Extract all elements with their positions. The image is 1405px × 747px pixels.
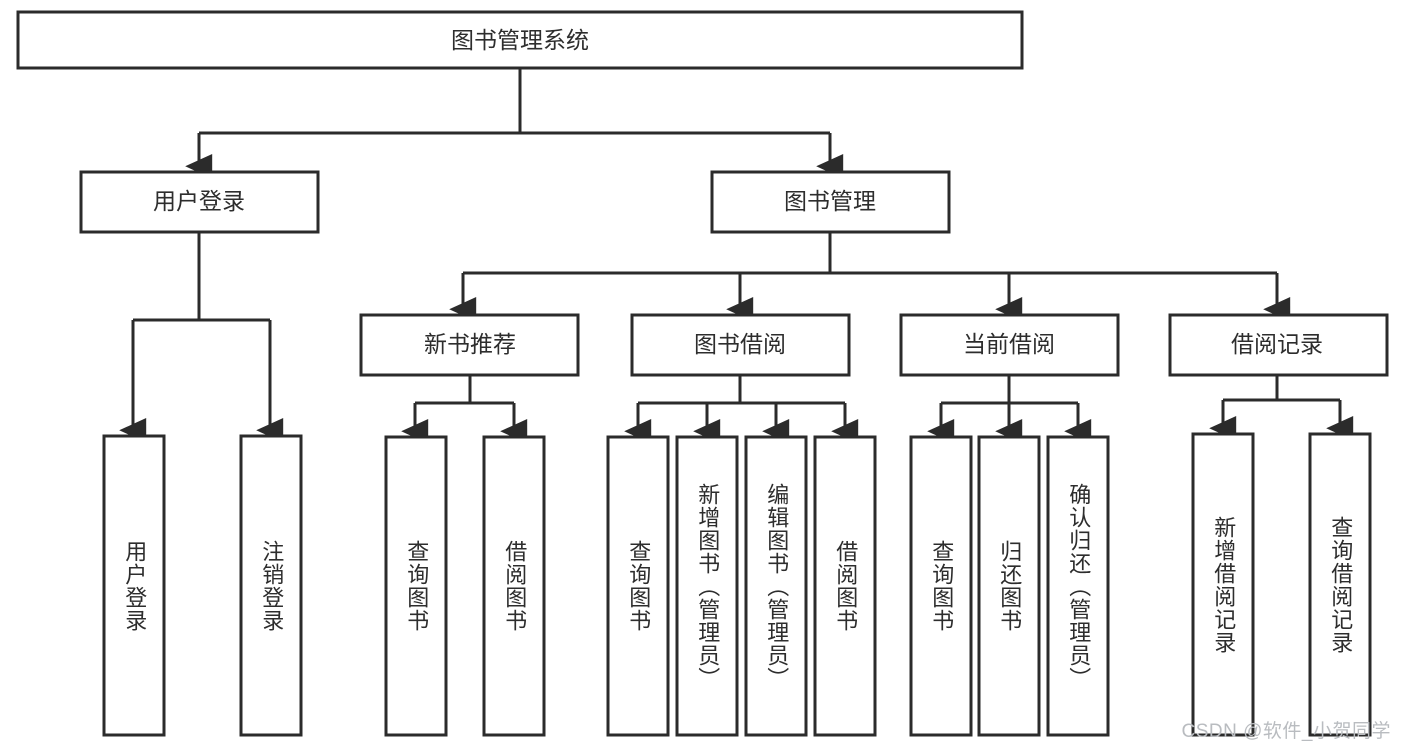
node-book-manage[interactable]: 图书管理	[710, 170, 951, 234]
leaf-borrow-record-2-label: 查询借阅记录	[1328, 515, 1354, 654]
node-book-borrow-box[interactable]	[630, 313, 851, 377]
leaf-borrow-book-1-box[interactable]	[606, 435, 670, 737]
node-current-borrow-label: 当前借阅	[963, 331, 1055, 357]
node-book-borrow-label: 图书借阅	[694, 331, 786, 357]
leaf-current-borrow-3-label: 确认归还（管理员）	[1066, 482, 1092, 690]
leaf-borrow-book-2-box[interactable]	[675, 435, 739, 737]
leaf-borrow-record-1-label: 新增借阅记录	[1211, 515, 1237, 654]
connectors	[119, 68, 1354, 444]
node-new-book-recommend-label: 新书推荐	[424, 331, 516, 357]
leaf-borrow-record-2-box[interactable]	[1308, 432, 1372, 737]
node-book-manage-box[interactable]	[710, 170, 951, 234]
leaf-new-book-1[interactable]: 查询图书	[384, 435, 448, 737]
leaf-current-borrow-1-box[interactable]	[909, 435, 973, 737]
node-current-borrow[interactable]: 当前借阅	[899, 313, 1120, 377]
leaf-current-borrow-3-box[interactable]	[1046, 435, 1110, 737]
leaf-borrow-record-1-box[interactable]	[1191, 432, 1255, 737]
leaf-borrow-book-2-label: 新增图书（管理员）	[695, 482, 721, 690]
leaf-current-borrow-2-label: 归还图书	[997, 540, 1023, 632]
leaf-borrow-book-2[interactable]: 新增图书（管理员）	[675, 435, 739, 737]
leaf-current-borrow-3[interactable]: 确认归还（管理员）	[1046, 435, 1110, 737]
node-borrow-record[interactable]: 借阅记录	[1168, 313, 1389, 377]
node-current-borrow-box[interactable]	[899, 313, 1120, 377]
node-new-book-recommend-box[interactable]	[359, 313, 580, 377]
node-user-login-box[interactable]	[79, 170, 320, 234]
leaf-new-book-2[interactable]: 借阅图书	[482, 435, 546, 737]
leaf-user-login-1[interactable]: 用户登录	[102, 434, 166, 737]
leaf-new-book-1-label: 查询图书	[404, 540, 430, 632]
leaf-borrow-book-1[interactable]: 查询图书	[606, 435, 670, 737]
leaf-borrow-book-3[interactable]: 编辑图书（管理员）	[744, 435, 808, 737]
leaf-borrow-record-1[interactable]: 新增借阅记录	[1191, 432, 1255, 737]
leaf-new-book-1-box[interactable]	[384, 435, 448, 737]
leaf-user-login-1-label: 用户登录	[122, 539, 148, 632]
node-book-manage-label: 图书管理	[784, 188, 876, 214]
node-user-login[interactable]: 用户登录	[79, 170, 320, 234]
node-borrow-record-box[interactable]	[1168, 313, 1389, 377]
leaf-current-borrow-1-label: 查询图书	[929, 540, 955, 632]
leaf-new-book-2-label: 借阅图书	[502, 540, 528, 632]
node-user-login-label: 用户登录	[153, 188, 245, 214]
leaf-borrow-book-3-label: 编辑图书（管理员）	[764, 482, 790, 690]
node-book-borrow[interactable]: 图书借阅	[630, 313, 851, 377]
leaf-current-borrow-1[interactable]: 查询图书	[909, 435, 973, 737]
leaf-borrow-record-2[interactable]: 查询借阅记录	[1308, 432, 1372, 737]
node-root-box[interactable]	[16, 10, 1024, 70]
leaf-user-login-1-box[interactable]	[102, 434, 166, 737]
leaf-current-borrow-2-box[interactable]	[977, 435, 1041, 737]
leaf-borrow-book-4-label: 借阅图书	[833, 540, 859, 632]
leaf-borrow-book-3-box[interactable]	[744, 435, 808, 737]
leaf-borrow-book-4[interactable]: 借阅图书	[813, 435, 877, 737]
leaf-borrow-book-4-box[interactable]	[813, 435, 877, 737]
leaf-user-login-2[interactable]: 注销登录	[239, 434, 303, 737]
leaf-user-login-2-box[interactable]	[239, 434, 303, 737]
leaf-new-book-2-box[interactable]	[482, 435, 546, 737]
leaf-user-login-2-label: 注销登录	[259, 539, 285, 632]
node-new-book-recommend[interactable]: 新书推荐	[359, 313, 580, 377]
node-borrow-record-label: 借阅记录	[1231, 331, 1323, 357]
watermark-text: CSDN @软件_小贺同学	[1181, 721, 1391, 742]
node-root-label: 图书管理系统	[451, 27, 589, 53]
leaf-current-borrow-2[interactable]: 归还图书	[977, 435, 1041, 737]
node-root[interactable]: 图书管理系统	[16, 10, 1024, 70]
leaf-borrow-book-1-label: 查询图书	[626, 540, 652, 632]
